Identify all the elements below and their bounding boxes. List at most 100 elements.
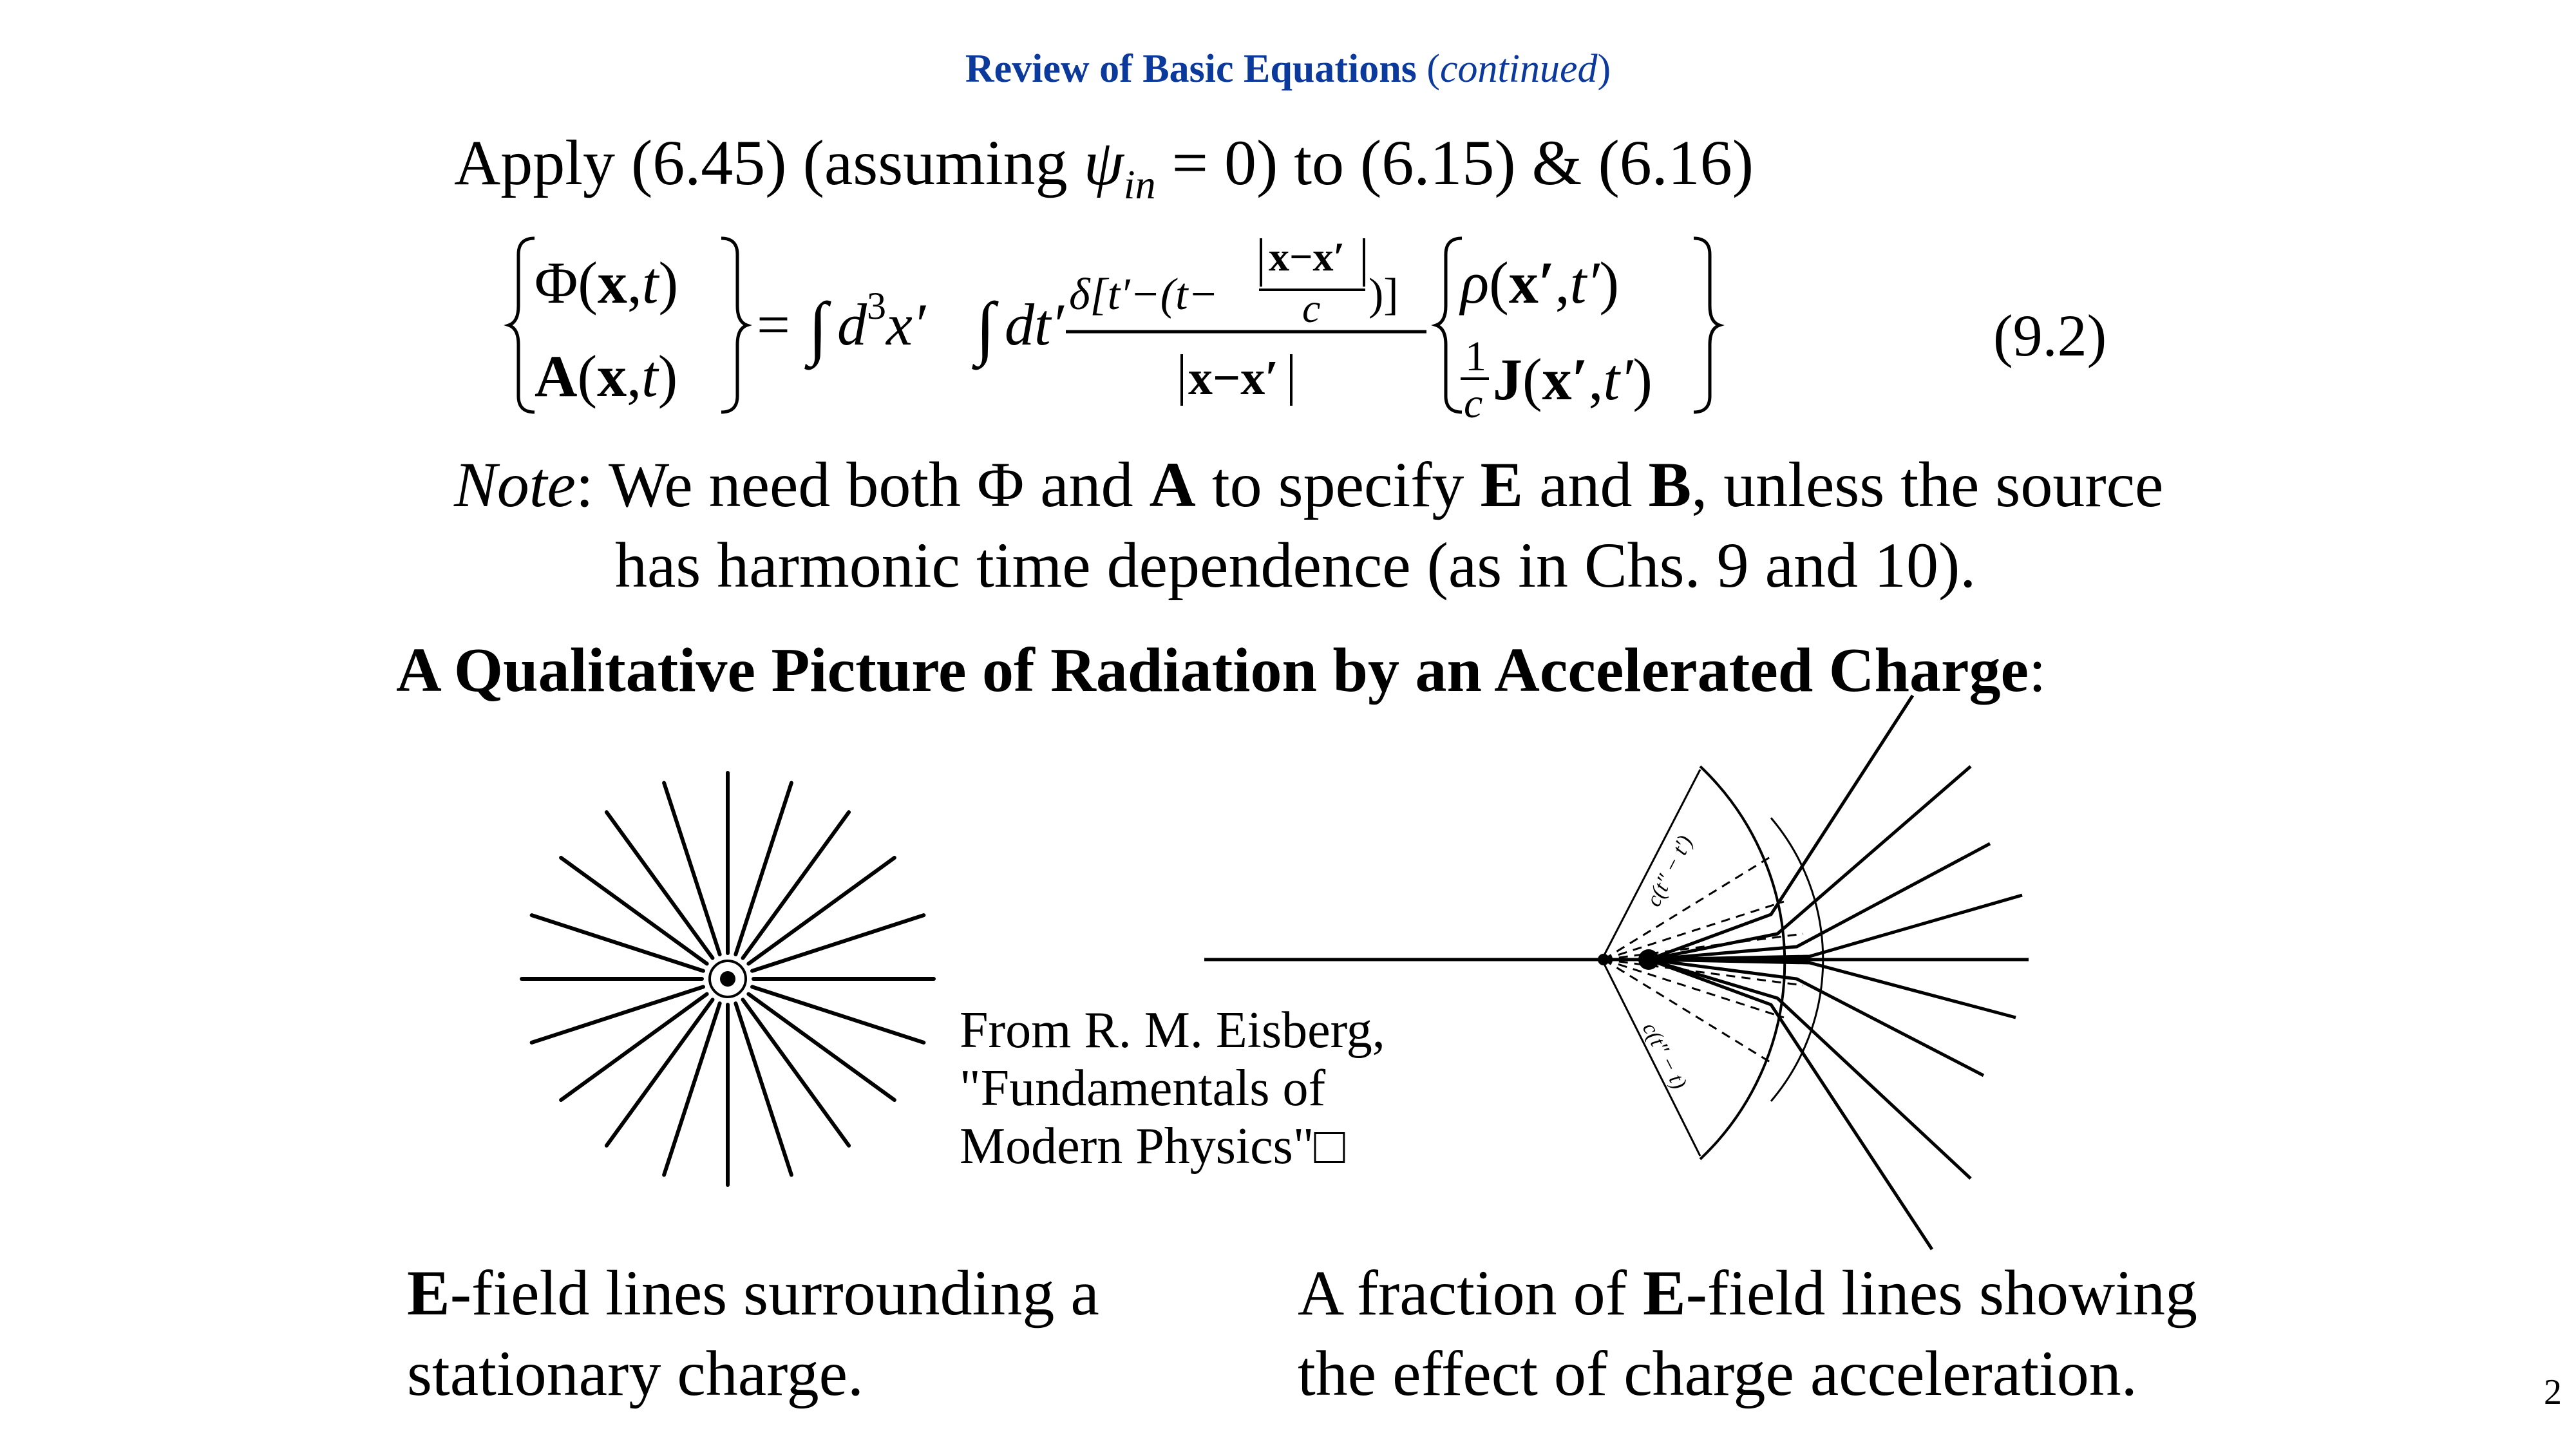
accelerated-charge-figure: c(t″ − t′) c(t″ − t) — [1204, 694, 2029, 1251]
a-bold: A — [535, 343, 577, 409]
caption-right-E: E — [1642, 1257, 1686, 1329]
caption-right-text-b: -field lines showing — [1685, 1257, 2197, 1329]
initial-charge-position — [1598, 954, 1609, 965]
over-c: c — [1302, 285, 1320, 331]
d-var: d — [837, 292, 867, 357]
header-continued: continued — [1439, 47, 1598, 91]
comma-3: , — [1555, 250, 1570, 316]
xprime-bold: x′ — [1509, 250, 1555, 316]
note-line-2: has harmonic time dependence (as in Chs.… — [615, 529, 1976, 601]
x-bold: x — [598, 250, 627, 316]
note-B: B — [1648, 449, 1692, 520]
apply-prefix: Apply (6.45) (assuming — [454, 127, 1084, 198]
dtprime: dt′ — [1005, 292, 1065, 357]
page-number: 2 — [2544, 1372, 2562, 1412]
inner-arc — [1770, 817, 1824, 1102]
header-title: Review of Basic Equations — [965, 47, 1417, 91]
dashed-line-6 — [1603, 958, 1772, 1064]
header-paren-close: ) — [1597, 47, 1611, 91]
radial-field-line — [559, 992, 709, 1103]
rho-row: ρ(x′,t′) — [1459, 250, 1619, 316]
comma-1: , — [627, 250, 642, 316]
radial-field-line — [746, 855, 896, 966]
left-brace-close — [721, 236, 752, 414]
tprime-var: t′ — [1570, 250, 1601, 316]
right-brace-open — [1431, 236, 1463, 414]
close-numerator: )] — [1368, 270, 1399, 319]
dashed-line-2 — [1603, 900, 1785, 961]
xprime-bold-2: x′ — [1542, 346, 1589, 412]
note-E: E — [1480, 449, 1524, 520]
figure-credit: From R. M. Eisberg, "Fundamentals of Mod… — [960, 1002, 1385, 1175]
section-title: A Qualitative Picture of Radiation by an… — [396, 634, 2046, 706]
equation-9-2: Φ(x,t) A(x,t) = ∫ d3x′ ∫ dt′ δ[t′−(t− x−… — [504, 234, 1725, 427]
cube-exp: 3 — [867, 285, 886, 327]
integral-1: ∫ — [804, 288, 831, 370]
radial-field-line — [604, 998, 715, 1148]
rho-symbol: ρ — [1459, 250, 1489, 316]
caption-left-E: E — [407, 1257, 450, 1329]
xprime-var: x′ — [885, 292, 927, 357]
radial-field-line — [734, 1001, 793, 1177]
charge-dot — [720, 971, 735, 987]
caption-right-text-a: A fraction of — [1298, 1257, 1643, 1329]
apply-suffix: = 0) to (6.15) & (6.16) — [1155, 127, 1754, 198]
c-denominator: c — [1464, 380, 1482, 427]
equals-sign: = — [757, 292, 790, 357]
note-text-c: and — [1523, 449, 1649, 520]
dashed-lines — [1603, 855, 1804, 1064]
radial-field-line — [662, 781, 722, 956]
d3x: d3x′ — [837, 285, 927, 357]
radial-field-line — [750, 985, 926, 1045]
caption-left-line-2: stationary charge. — [407, 1338, 864, 1409]
psi-symbol: ψ — [1083, 127, 1124, 198]
caption-right-line-2: the effect of charge acceleration. — [1298, 1338, 2137, 1409]
t-var-2: t — [641, 343, 659, 409]
caption-right-line-1: A fraction of E-field lines showing — [1298, 1256, 2197, 1330]
note-text-a: : We need both Φ and — [575, 449, 1150, 520]
x-bold-2: x — [597, 343, 627, 409]
charge-ring — [708, 960, 747, 998]
field-line-1 — [1648, 694, 1915, 961]
caption-left-text-1: -field lines surrounding a — [450, 1257, 1099, 1329]
dashed-line-5 — [1603, 958, 1785, 1019]
caption-left-line-1: E-field lines surrounding a — [407, 1256, 1099, 1330]
field-line-8 — [1648, 958, 1934, 1251]
dashed-line-3 — [1603, 933, 1804, 961]
note-text-b: to specify — [1195, 449, 1481, 520]
radial-field-line — [741, 810, 851, 960]
apply-line: Apply (6.45) (assuming ψin = 0) to (6.15… — [454, 126, 1754, 209]
j-row: J(x′,t′) — [1493, 346, 1653, 412]
radial-field-line — [741, 998, 851, 1148]
note-A: A — [1149, 449, 1196, 520]
equation-number: (9.2) — [1993, 303, 2107, 368]
kinked-field-lines — [1648, 694, 2023, 1251]
radial-field-line — [662, 1001, 722, 1177]
field-line-3 — [1648, 842, 1991, 961]
left-brace-open — [504, 236, 535, 414]
radial-field-line — [529, 985, 705, 1045]
section-title-colon: : — [2028, 636, 2047, 705]
j-bold: J — [1493, 346, 1522, 412]
dashed-line-4 — [1603, 958, 1804, 987]
moving-charge-position — [1638, 949, 1659, 970]
radial-field-line — [529, 913, 705, 973]
label-c-t-bottom: c(t″ − t) — [1638, 1019, 1691, 1093]
radial-field-line — [559, 855, 709, 966]
radial-field-line — [604, 810, 715, 960]
radius-arrow-top — [1602, 769, 1701, 957]
radius-arrow-bottom — [1602, 962, 1701, 1157]
abs-diff-top: x−x′ — [1269, 234, 1345, 279]
t-var: t — [642, 250, 660, 316]
field-line-4 — [1648, 893, 2023, 961]
dashed-line-1 — [1603, 855, 1772, 961]
header-paren-open: ( — [1416, 47, 1440, 91]
radial-field-line — [750, 913, 926, 973]
radial-field-line — [734, 781, 793, 956]
section-title-text: A Qualitative Picture of Radiation by an… — [396, 636, 2029, 705]
label-c-t-top: c(t″ − t′) — [1642, 832, 1698, 911]
abs-diff-denominator: x−x′ — [1188, 351, 1279, 405]
field-line-7 — [1648, 958, 1972, 1180]
phi-row: Φ(x,t) — [535, 250, 678, 316]
right-brace-close — [1693, 236, 1725, 414]
